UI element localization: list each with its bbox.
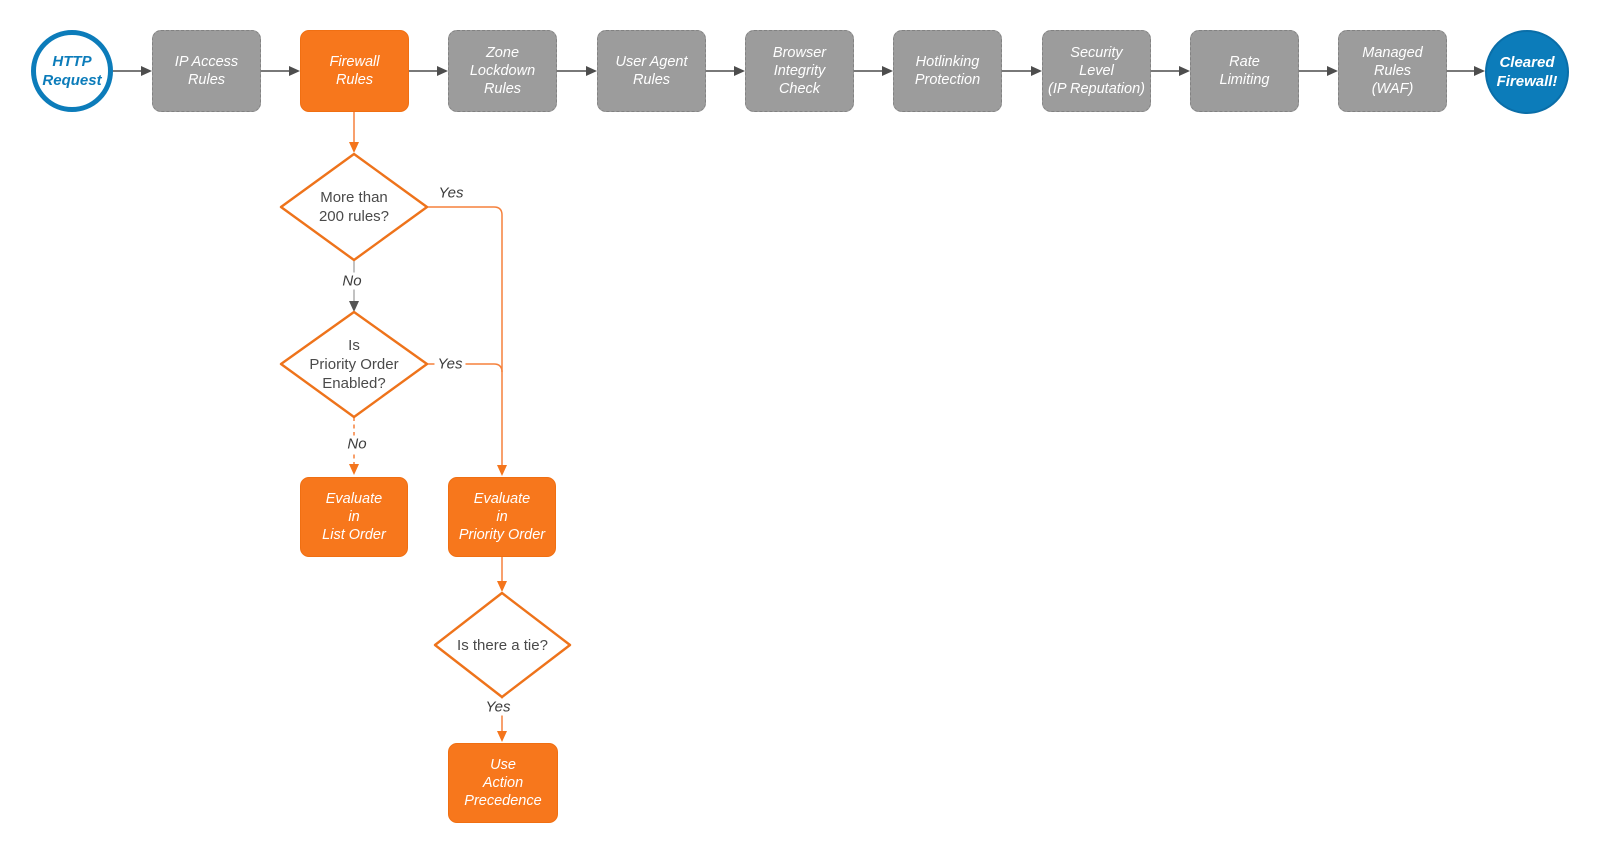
node-cleared-firewall: Cleared Firewall! <box>1485 30 1569 114</box>
node-managed-rules-waf: Managed Rules (WAF) <box>1338 30 1447 112</box>
decision-priority-order-enabled-label: Is Priority Order Enabled? <box>309 337 399 392</box>
node-ip-access-rules: IP Access Rules <box>152 30 261 112</box>
node-managed-rules-waf-label: Managed Rules (WAF) <box>1362 45 1423 97</box>
node-use-action-precedence-label: Use Action Precedence <box>464 757 542 809</box>
node-user-agent-rules-label: User Agent Rules <box>615 54 688 88</box>
node-zone-lockdown-rules: Zone Lockdown Rules <box>448 30 557 112</box>
node-http-request-label: HTTP Request <box>42 53 102 89</box>
edge-start-to-ip-access <box>113 66 152 76</box>
edge-hotlinking-to-security-level <box>1002 66 1042 76</box>
node-cleared-firewall-label: Cleared Firewall! <box>1496 54 1558 90</box>
node-security-level: Security Level (IP Reputation) <box>1042 30 1151 112</box>
edge-zone-lockdown-to-user-agent <box>557 66 597 76</box>
edge-label-more-rules-no: No <box>339 272 365 290</box>
node-evaluate-in-list-order: Evaluate in List Order <box>300 477 408 557</box>
decision-more-than-200-rules-shape <box>279 152 429 262</box>
decision-is-there-a-tie-label: Is there a tie? <box>457 636 548 654</box>
node-hotlinking-protection-label: Hotlinking Protection <box>914 54 981 88</box>
node-browser-integrity-check: Browser Integrity Check <box>745 30 854 112</box>
edge-ip-access-to-firewall <box>261 66 300 76</box>
node-ip-access-rules-label: IP Access Rules <box>174 54 239 88</box>
edge-firewall-to-zone-lockdown <box>409 66 448 76</box>
edge-label-more-rules-yes: Yes <box>435 184 467 202</box>
node-evaluate-in-priority-order-label: Evaluate in Priority Order <box>458 491 546 543</box>
edge-label-tie-yes: Yes <box>482 698 514 716</box>
node-hotlinking-protection: Hotlinking Protection <box>893 30 1002 112</box>
edge-browser-integrity-to-hotlinking <box>854 66 893 76</box>
edge-label-priority-no: No <box>344 435 370 453</box>
node-firewall-rules: Firewall Rules <box>300 30 409 112</box>
node-browser-integrity-check-label: Browser Integrity Check <box>772 45 827 97</box>
edge-rules-decision-yes <box>427 206 507 476</box>
node-security-level-label: Security Level (IP Reputation) <box>1048 45 1145 97</box>
node-evaluate-in-list-order-label: Evaluate in List Order <box>322 491 386 543</box>
node-rate-limiting: Rate Limiting <box>1190 30 1299 112</box>
edge-label-priority-yes: Yes <box>434 355 466 373</box>
edge-rate-limiting-to-managed-rules <box>1299 66 1338 76</box>
edge-user-agent-to-browser-integrity <box>706 66 745 76</box>
edge-managed-rules-to-cleared <box>1447 66 1485 76</box>
node-use-action-precedence: Use Action Precedence <box>448 743 558 823</box>
edge-priority-box-to-tie-decision <box>497 557 507 592</box>
edge-firewall-to-rules-decision <box>349 112 359 153</box>
node-rate-limiting-label: Rate Limiting <box>1219 54 1270 88</box>
node-firewall-rules-label: Firewall Rules <box>329 54 380 88</box>
node-http-request: HTTP Request <box>31 30 113 112</box>
edge-priority-decision-yes <box>427 363 503 373</box>
decision-priority-order-enabled-shape <box>279 310 429 419</box>
decision-is-there-a-tie-shape <box>433 591 572 699</box>
node-evaluate-in-priority-order: Evaluate in Priority Order <box>448 477 556 557</box>
node-zone-lockdown-rules-label: Zone Lockdown Rules <box>469 45 536 97</box>
decision-more-than-200-rules-label: More than 200 rules? <box>318 189 390 225</box>
node-user-agent-rules: User Agent Rules <box>597 30 706 112</box>
edge-security-level-to-rate-limiting <box>1151 66 1190 76</box>
